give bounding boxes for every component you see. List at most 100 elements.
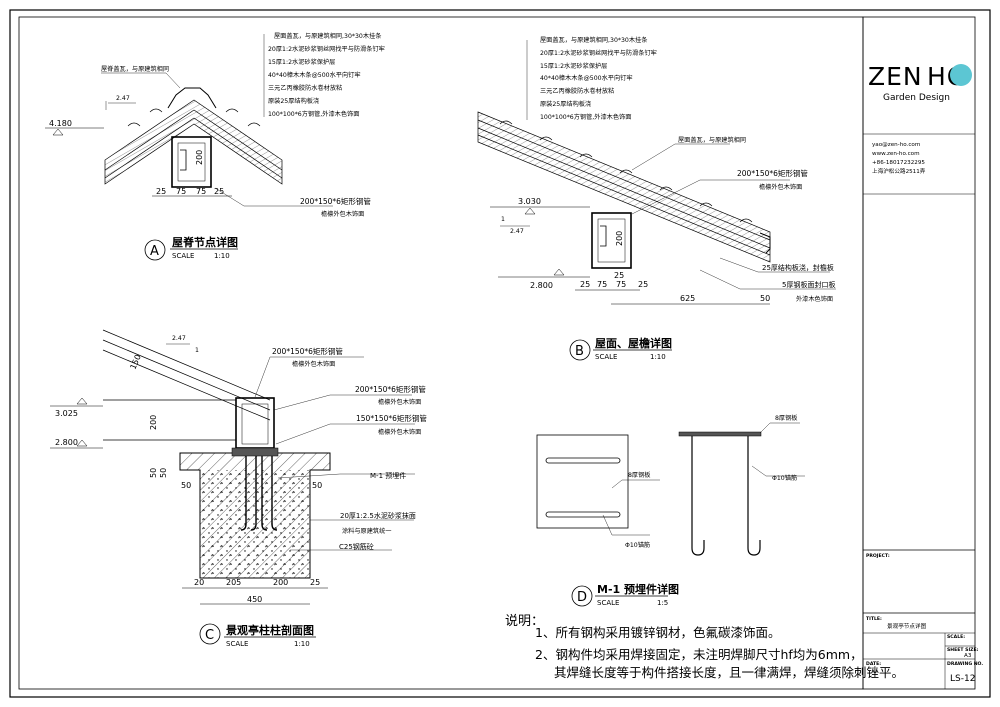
d-detail-circle: [571, 585, 593, 607]
project-label: PROJECT:: [866, 553, 890, 559]
c-dim-450: 450: [247, 595, 262, 604]
brand-logo-icon: [950, 64, 972, 86]
c-mortar-note-1: 20厚1:2.5水泥砂浆抹面: [340, 511, 416, 520]
b-elev-2: 2.800: [530, 281, 553, 290]
a-scale-label: SCALE: [172, 252, 194, 260]
b-fascia-note-2: 外漆木色饰面: [796, 295, 833, 303]
c-sloped-beam: [102, 329, 271, 441]
c-detail-title: 景观亭柱柱剖面图: [225, 623, 314, 637]
a-layer-6: 原装25厚结构板浇: [268, 97, 319, 105]
b-layer-1: 屋面盖瓦，与原建筑相同,30*30木挂条: [540, 36, 647, 44]
b-layer-5: 三元乙丙橡胶防水卷材放粘: [540, 87, 614, 95]
b-tube-note-2: 檐檩外包木饰面: [759, 183, 802, 191]
d-plate-plan: [536, 434, 629, 529]
brand-subtitle: Garden Design: [883, 93, 950, 103]
b-dim-25a: 25: [580, 280, 590, 289]
a-layer-3: 15厚1:2水泥砂浆保护层: [268, 58, 335, 66]
notes-line-1: 1、所有钢构采用镀锌钢材，色氟碳漆饰面。: [535, 625, 780, 640]
b-layer-4: 40*40樟木木条@500水平向钉牢: [540, 74, 633, 82]
b-dim-625: 625: [680, 294, 695, 303]
c-dim-205: 205: [226, 578, 241, 587]
a-layer-notes: 屋面盖瓦，与原建筑相同,30*30木挂条 20厚1:2水泥砂浆钢丝网找平与防滑条…: [268, 32, 385, 118]
a-detail-title: 屋脊节点详图: [172, 235, 238, 249]
b-detail-circle: [569, 339, 591, 361]
a-tube-note-1: 200*150*6矩形钢管: [300, 196, 371, 206]
inner-border: [18, 16, 864, 690]
c-beam-note-2: 檐檩外包木饰面: [292, 360, 335, 368]
c-dim-50c: 50: [181, 481, 191, 490]
brand-zen: ZEN: [868, 62, 923, 91]
c-col-note-2: 檐檩外包木饰面: [378, 398, 421, 406]
scale-label: SCALE:: [947, 634, 965, 640]
drawing-no-label: DRAWING NO.: [947, 661, 983, 667]
c-concrete-note: C25钢筋砼: [339, 542, 374, 551]
c-elev-2: 2.800: [55, 438, 78, 447]
d-bar-note-2: Φ10锚筋: [772, 474, 797, 482]
c-dim-50b: 50: [159, 468, 168, 478]
drawing-number: LS-12: [950, 674, 975, 684]
b-layer-notes: 屋面盖瓦，与原建筑相同,30*30木挂条 20厚1:2水泥砂浆钢丝网找平与防滑条…: [540, 36, 657, 121]
b-dim-75a: 75: [597, 280, 607, 289]
a-slope: 2.47: [116, 95, 130, 102]
notes-heading: 说明：: [505, 614, 544, 629]
b-layer-7: 100*100*6方钢管,外漆木色饰面: [540, 113, 631, 121]
c-dim-200v: 200: [149, 415, 158, 430]
b-dim-50: 50: [760, 294, 770, 303]
eave-steel-tube: [591, 212, 632, 269]
detail-d: 8厚钢板 Φ10锚筋 8厚钢板 Φ10锚筋 D M-1 预埋件详图 SCALE …: [536, 414, 805, 607]
a-detail-letter: A: [150, 244, 159, 259]
notes-line-2: 2、钢构件均采用焊接固定，未注明焊脚尺寸hf均为6mm，: [535, 647, 863, 662]
contact-phone: +86-18017232295: [872, 160, 925, 166]
a-elevation: 4.180: [49, 119, 72, 128]
a-dim-200: 200: [195, 150, 204, 165]
d-detail-title: M-1 预埋件详图: [597, 582, 679, 596]
a-dim-m2: 75: [196, 187, 206, 196]
c-slope-1: 1: [195, 347, 199, 354]
c-dim-150: 150: [129, 353, 143, 371]
c-embed-note: M-1 预埋件: [370, 471, 406, 480]
b-slope-1: 1: [501, 216, 505, 223]
c-beam-note-1: 200*150*6矩形钢管: [272, 346, 343, 356]
b-layer-2: 20厚1:2水泥砂浆钢丝网找平与防滑条钉牢: [540, 49, 657, 57]
sheet-size-label: SHEET SIZE:: [947, 647, 979, 653]
a-layer-5: 三元乙丙橡胶防水卷材放粘: [268, 84, 342, 92]
d-plate-elev: [678, 431, 762, 437]
eave-roof-section: [477, 111, 771, 263]
title-label: TITLE:: [866, 616, 882, 622]
d-scale-label: SCALE: [597, 599, 619, 607]
d-bar-note: Φ10锚筋: [625, 541, 650, 549]
c-tube-note-2: 檐檩外包木饰面: [378, 428, 421, 436]
contact-email: yao@zen-ho.com: [872, 142, 920, 148]
sheet-size-value: A3: [964, 653, 972, 659]
notes-line-3: 其焊缝长度等于构件搭接长度，且一律满焊，焊缝须除刺锉平。: [554, 665, 904, 680]
c-scale-label: SCALE: [226, 640, 248, 648]
outer-border: [9, 9, 991, 698]
general-notes: 说明： 1、所有钢构采用镀锌钢材，色氟碳漆饰面。 2、钢构件均采用焊接固定，未注…: [505, 614, 904, 680]
c-slope: 2.47: [172, 335, 186, 342]
c-dim-25: 25: [310, 578, 320, 587]
a-dim-m1: 75: [176, 187, 186, 196]
c-detail-circle: [199, 623, 221, 645]
a-tube-note-2: 檐檩外包木饰面: [321, 210, 364, 218]
b-elev-1: 3.030: [518, 197, 541, 206]
detail-a: 200 25 75 75 25 4.180 2.47 屋脊盖瓦，与原建筑相同 屋…: [45, 32, 385, 261]
detail-c: 150 200 2.47 1 3.025 2.800 50 50 50 50 2…: [50, 329, 427, 648]
b-layer-6: 原装25厚结构板浇: [540, 100, 591, 108]
b-dim-75b: 75: [616, 280, 626, 289]
a-detail-circle: [144, 239, 166, 261]
a-dim-left: 25: [156, 187, 166, 196]
a-layer-1: 屋面盖瓦，与原建筑相同,30*30木挂条: [274, 32, 381, 40]
c-dim-20: 20: [194, 578, 204, 587]
title-value: 景观亭节点详图: [887, 622, 927, 630]
contact-address: 上海沪松公路2511弄: [872, 167, 926, 175]
detail-b: 200 3.030 2.47 1 2.800 25 25 75 75 25 62…: [477, 36, 836, 361]
c-col-note-1: 200*150*6矩形钢管: [355, 384, 426, 394]
date-label: DATE:: [866, 661, 881, 667]
b-board-note: 25厚结构板浇，封檐板: [762, 263, 834, 272]
c-dim-50d: 50: [312, 481, 322, 490]
b-dim-25b: 25: [638, 280, 648, 289]
a-ridge-note: 屋脊盖瓦，与原建筑相同: [101, 65, 169, 73]
c-tube-note-1: 150*150*6矩形钢管: [356, 413, 427, 423]
a-layer-4: 40*40樟木木条@500水平向钉牢: [268, 71, 361, 79]
